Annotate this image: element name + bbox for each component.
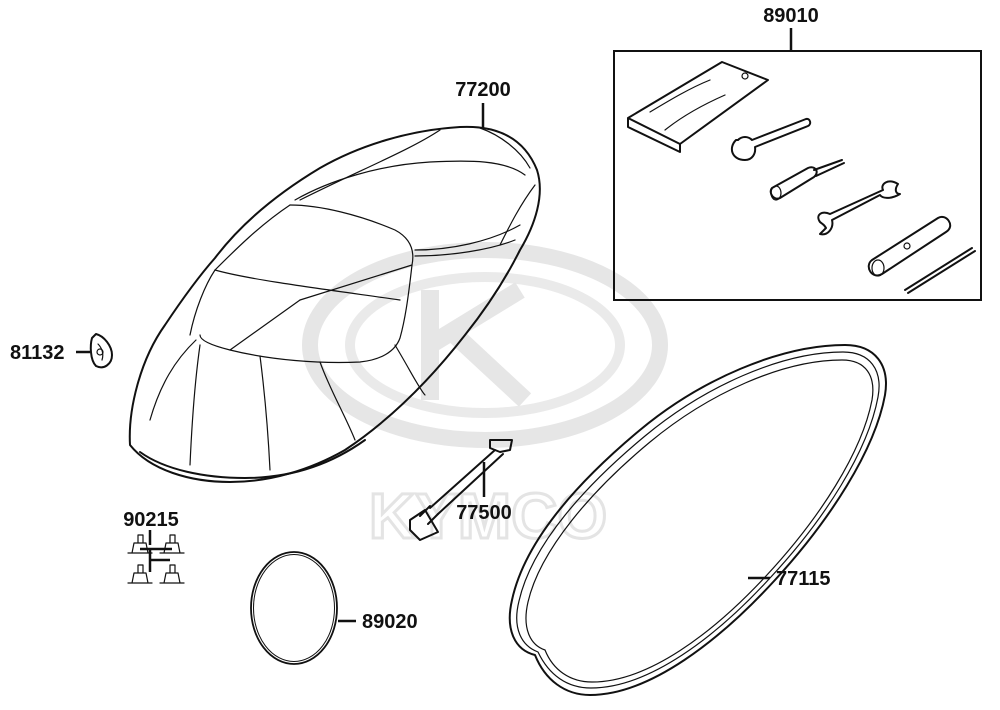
screwdriver (769, 159, 845, 200)
callout-90215: 90215 (123, 509, 179, 531)
watermark-k-shape (421, 282, 532, 407)
callout-89010: 89010 (763, 5, 819, 27)
box-spanner (867, 215, 952, 277)
small-ring-drawing (250, 551, 338, 665)
small-ring-inner (253, 554, 335, 662)
hook-spanner (730, 117, 812, 161)
seat-lock-bracket-drawing (89, 333, 113, 369)
tool-pouch (627, 61, 769, 153)
callout-77115: 77115 (776, 568, 831, 590)
watermark-text: KYMCO (369, 480, 607, 552)
callout-77500: 77500 (456, 502, 512, 524)
callout-81132: 81132 (10, 342, 65, 364)
watermark-inner-ring (345, 272, 625, 418)
watermark-outer-ring (302, 242, 668, 448)
callout-77200: 77200 (455, 79, 511, 101)
tool-kit-group (613, 50, 982, 301)
seat-seal-drawing (508, 344, 887, 696)
nuts-drawing (127, 530, 185, 584)
tommy-bar (904, 247, 976, 294)
kymco-watermark: KYMCO (302, 242, 668, 554)
seat-drawing (128, 125, 541, 483)
open-end-wrench (817, 180, 901, 236)
callout-89020: 89020 (362, 611, 418, 633)
gas-strut-drawing (409, 439, 513, 541)
tool-kit-box (613, 50, 982, 301)
